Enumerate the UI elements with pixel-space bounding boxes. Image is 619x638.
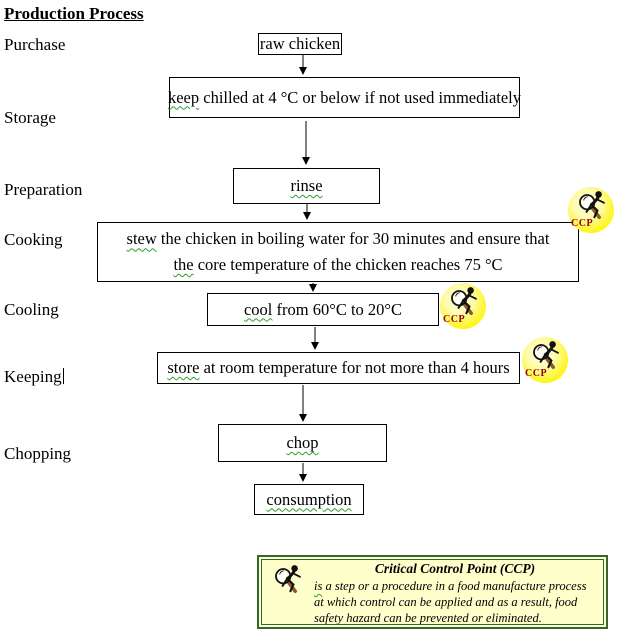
flow-box-raw-chicken: raw chicken (258, 33, 342, 55)
legend-box: Critical Control Point (CCP) is a step o… (257, 555, 608, 629)
flow-box-cooking: stew the chicken in boiling water for 30… (97, 222, 579, 282)
legend-body: is a step or a procedure in a food manuf… (314, 578, 587, 626)
legend-title: Critical Control Point (CCP) (374, 561, 536, 576)
page-title: Production Process (4, 4, 144, 23)
box-label: keep chilled at 4 °C or below if not use… (167, 87, 522, 107)
flow-box-keeping: store at room temperature for not more t… (157, 352, 520, 384)
stage-label-cooking: Cooking (4, 230, 63, 249)
stage-label-keeping: Keeping (4, 367, 64, 387)
flow-box-storage: keep chilled at 4 °C or below if not use… (167, 77, 522, 118)
stage-label-storage: Storage (4, 108, 56, 127)
box-label: stew the chicken in boiling water for 30… (126, 229, 550, 249)
box-label: chop (286, 433, 319, 453)
flow-box-consumption: consumption (254, 484, 364, 515)
ccp-badge-label: CCP (525, 368, 548, 379)
text-cursor (62, 368, 64, 384)
legend-inspector-icon (270, 563, 306, 619)
box-label: the core temperature of the chicken reac… (173, 255, 503, 274)
ccp-badge-cooling: CCP (440, 283, 486, 329)
ccp-badge-keeping: CCP (522, 337, 568, 383)
ccp-badge-label: CCP (571, 218, 594, 229)
stage-label-keeping-text: Keeping (4, 367, 62, 386)
flow-box-chop: chop (218, 424, 387, 462)
box-label: consumption (266, 489, 352, 509)
box-label: store at room temperature for not more t… (167, 358, 510, 378)
flow-box-cooling: cool from 60°C to 20°C (207, 293, 439, 326)
stage-label-purchase: Purchase (4, 35, 66, 54)
stage-label-preparation: Preparation (4, 180, 83, 199)
ccp-badge-cooking: CCP (568, 187, 614, 233)
stage-label-chopping: Chopping (4, 444, 72, 463)
stage-label-cooling: Cooling (4, 300, 59, 319)
box-label: raw chicken (259, 34, 341, 54)
flow-box-rinse: rinse (233, 168, 380, 204)
box-label: rinse (290, 176, 323, 196)
box-label: cool from 60°C to 20°C (243, 299, 403, 319)
ccp-badge-label: CCP (443, 314, 466, 325)
